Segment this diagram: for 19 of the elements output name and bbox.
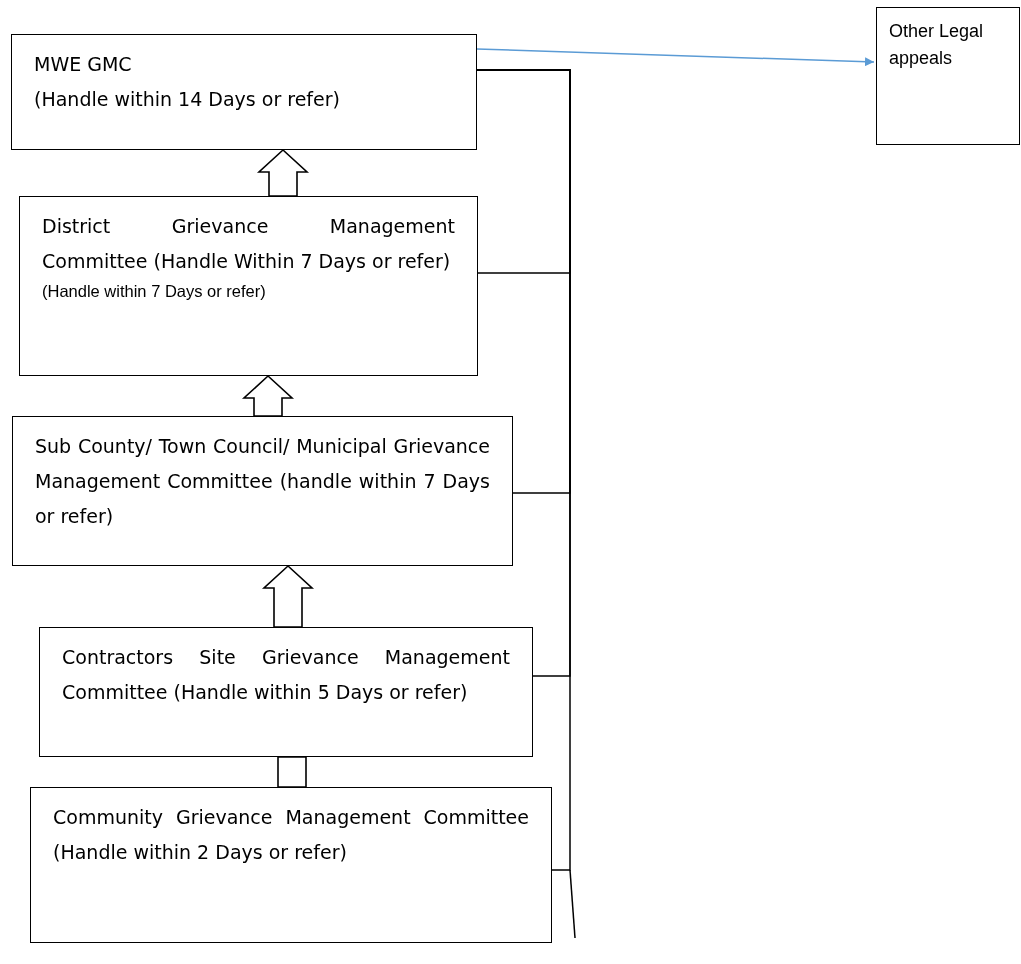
box-text: District Grievance Management Committee (Handle Within 7 Days or refer): [42, 214, 455, 274]
block-arrow: [261, 564, 315, 628]
box-text: MWE GMC: [34, 52, 133, 77]
process-box: [11, 34, 477, 150]
process-box: [876, 7, 1020, 145]
box-text: Contractors Site Grievance Management Committee (Handle within 5 Days or refer): [62, 645, 510, 705]
block-arrow: [256, 148, 310, 197]
box-text: (Handle within 7 Days or refer): [42, 281, 267, 302]
arrow: [476, 48, 875, 67]
box-text: Sub County/ Town Council/ Municipal Grievance Management Committee (handle within 7 Days or refer): [35, 434, 490, 529]
block-connector: [277, 756, 307, 788]
process-box: [39, 627, 533, 757]
box-text: Community Grievance Management Committee (Handle within 2 Days or refer): [53, 805, 529, 865]
box-text: (Handle within 14 Days or refer): [34, 87, 341, 112]
process-box: [12, 416, 513, 566]
block-arrow: [241, 374, 295, 417]
process-box: [30, 787, 552, 943]
box-text: Other Legal appeals: [889, 20, 985, 70]
process-box: [19, 196, 478, 376]
